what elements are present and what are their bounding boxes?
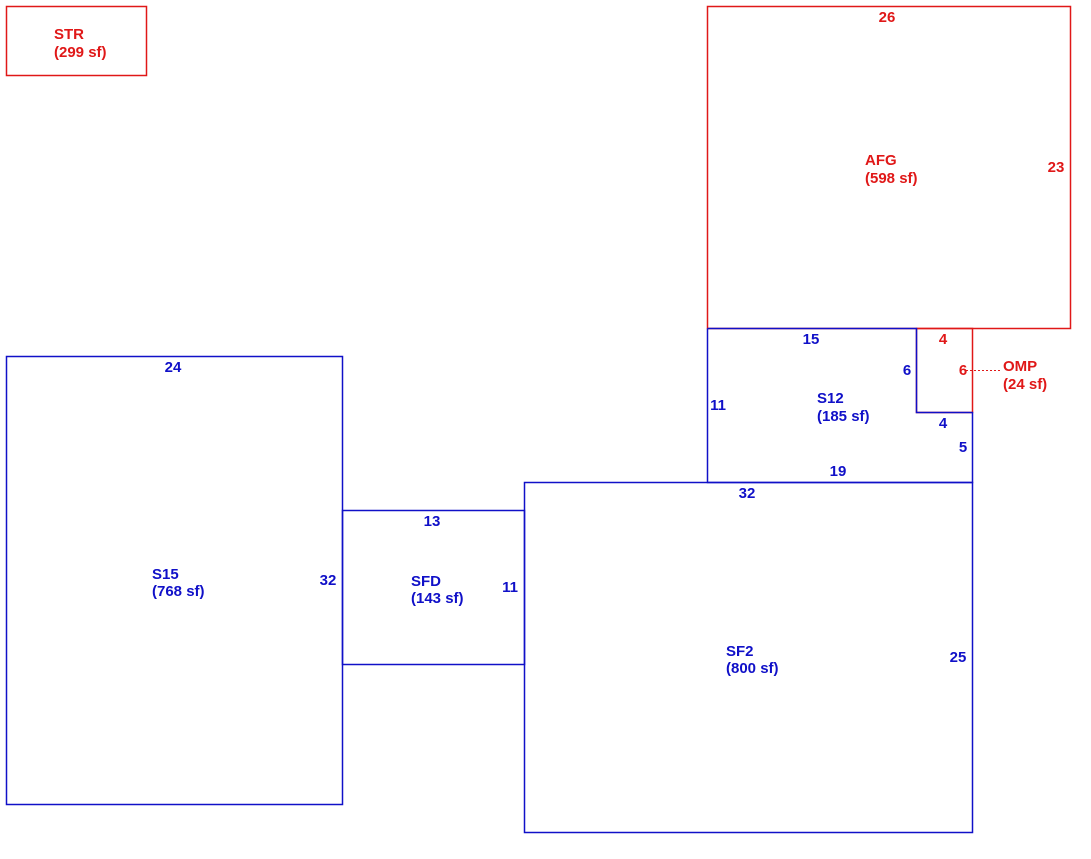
s12-notch-bottom-dimension: 4 <box>939 415 948 432</box>
str-area-label: (299 sf) <box>54 44 107 61</box>
s12-left-dimension: 11 <box>710 397 726 414</box>
omp-area-label: (24 sf) <box>1003 376 1047 393</box>
afg-top-dimension: 26 <box>879 9 896 26</box>
sfd-top-dimension: 13 <box>424 513 441 530</box>
afg-right-dimension: 23 <box>1048 159 1065 176</box>
sfd-right-dimension: 11 <box>502 579 518 596</box>
sfd-area-label: (143 sf) <box>411 590 464 607</box>
str-code-label: STR <box>54 26 84 43</box>
sf2-code-label: SF2 <box>726 643 754 660</box>
s12-notch-side-dimension: 6 <box>903 362 911 379</box>
afg-code-label: AFG <box>865 152 897 169</box>
s15-right-dimension: 32 <box>320 572 337 589</box>
s12-top-dimension: 15 <box>803 331 820 348</box>
sf2-right-dimension: 25 <box>950 649 967 666</box>
s12-area-label: (185 sf) <box>817 408 870 425</box>
s12-code-label: S12 <box>817 390 844 407</box>
omp-top-dimension: 4 <box>939 331 948 348</box>
sf2-outline <box>523 481 974 834</box>
s15-area-label: (768 sf) <box>152 583 205 600</box>
omp-right-dimension: 6 <box>959 362 967 379</box>
s12-bottom-dimension: 19 <box>830 463 847 480</box>
sf2-top-dimension: 32 <box>739 485 756 502</box>
sf2-area-label: (800 sf) <box>726 660 779 677</box>
afg-area-label: (598 sf) <box>865 170 918 187</box>
s15-top-dimension: 24 <box>165 359 182 376</box>
s15-code-label: S15 <box>152 566 179 583</box>
sfd-code-label: SFD <box>411 573 441 590</box>
omp-code-label: OMP <box>1003 358 1037 375</box>
s12-right-dimension: 5 <box>959 439 967 456</box>
str-outline <box>5 5 148 77</box>
